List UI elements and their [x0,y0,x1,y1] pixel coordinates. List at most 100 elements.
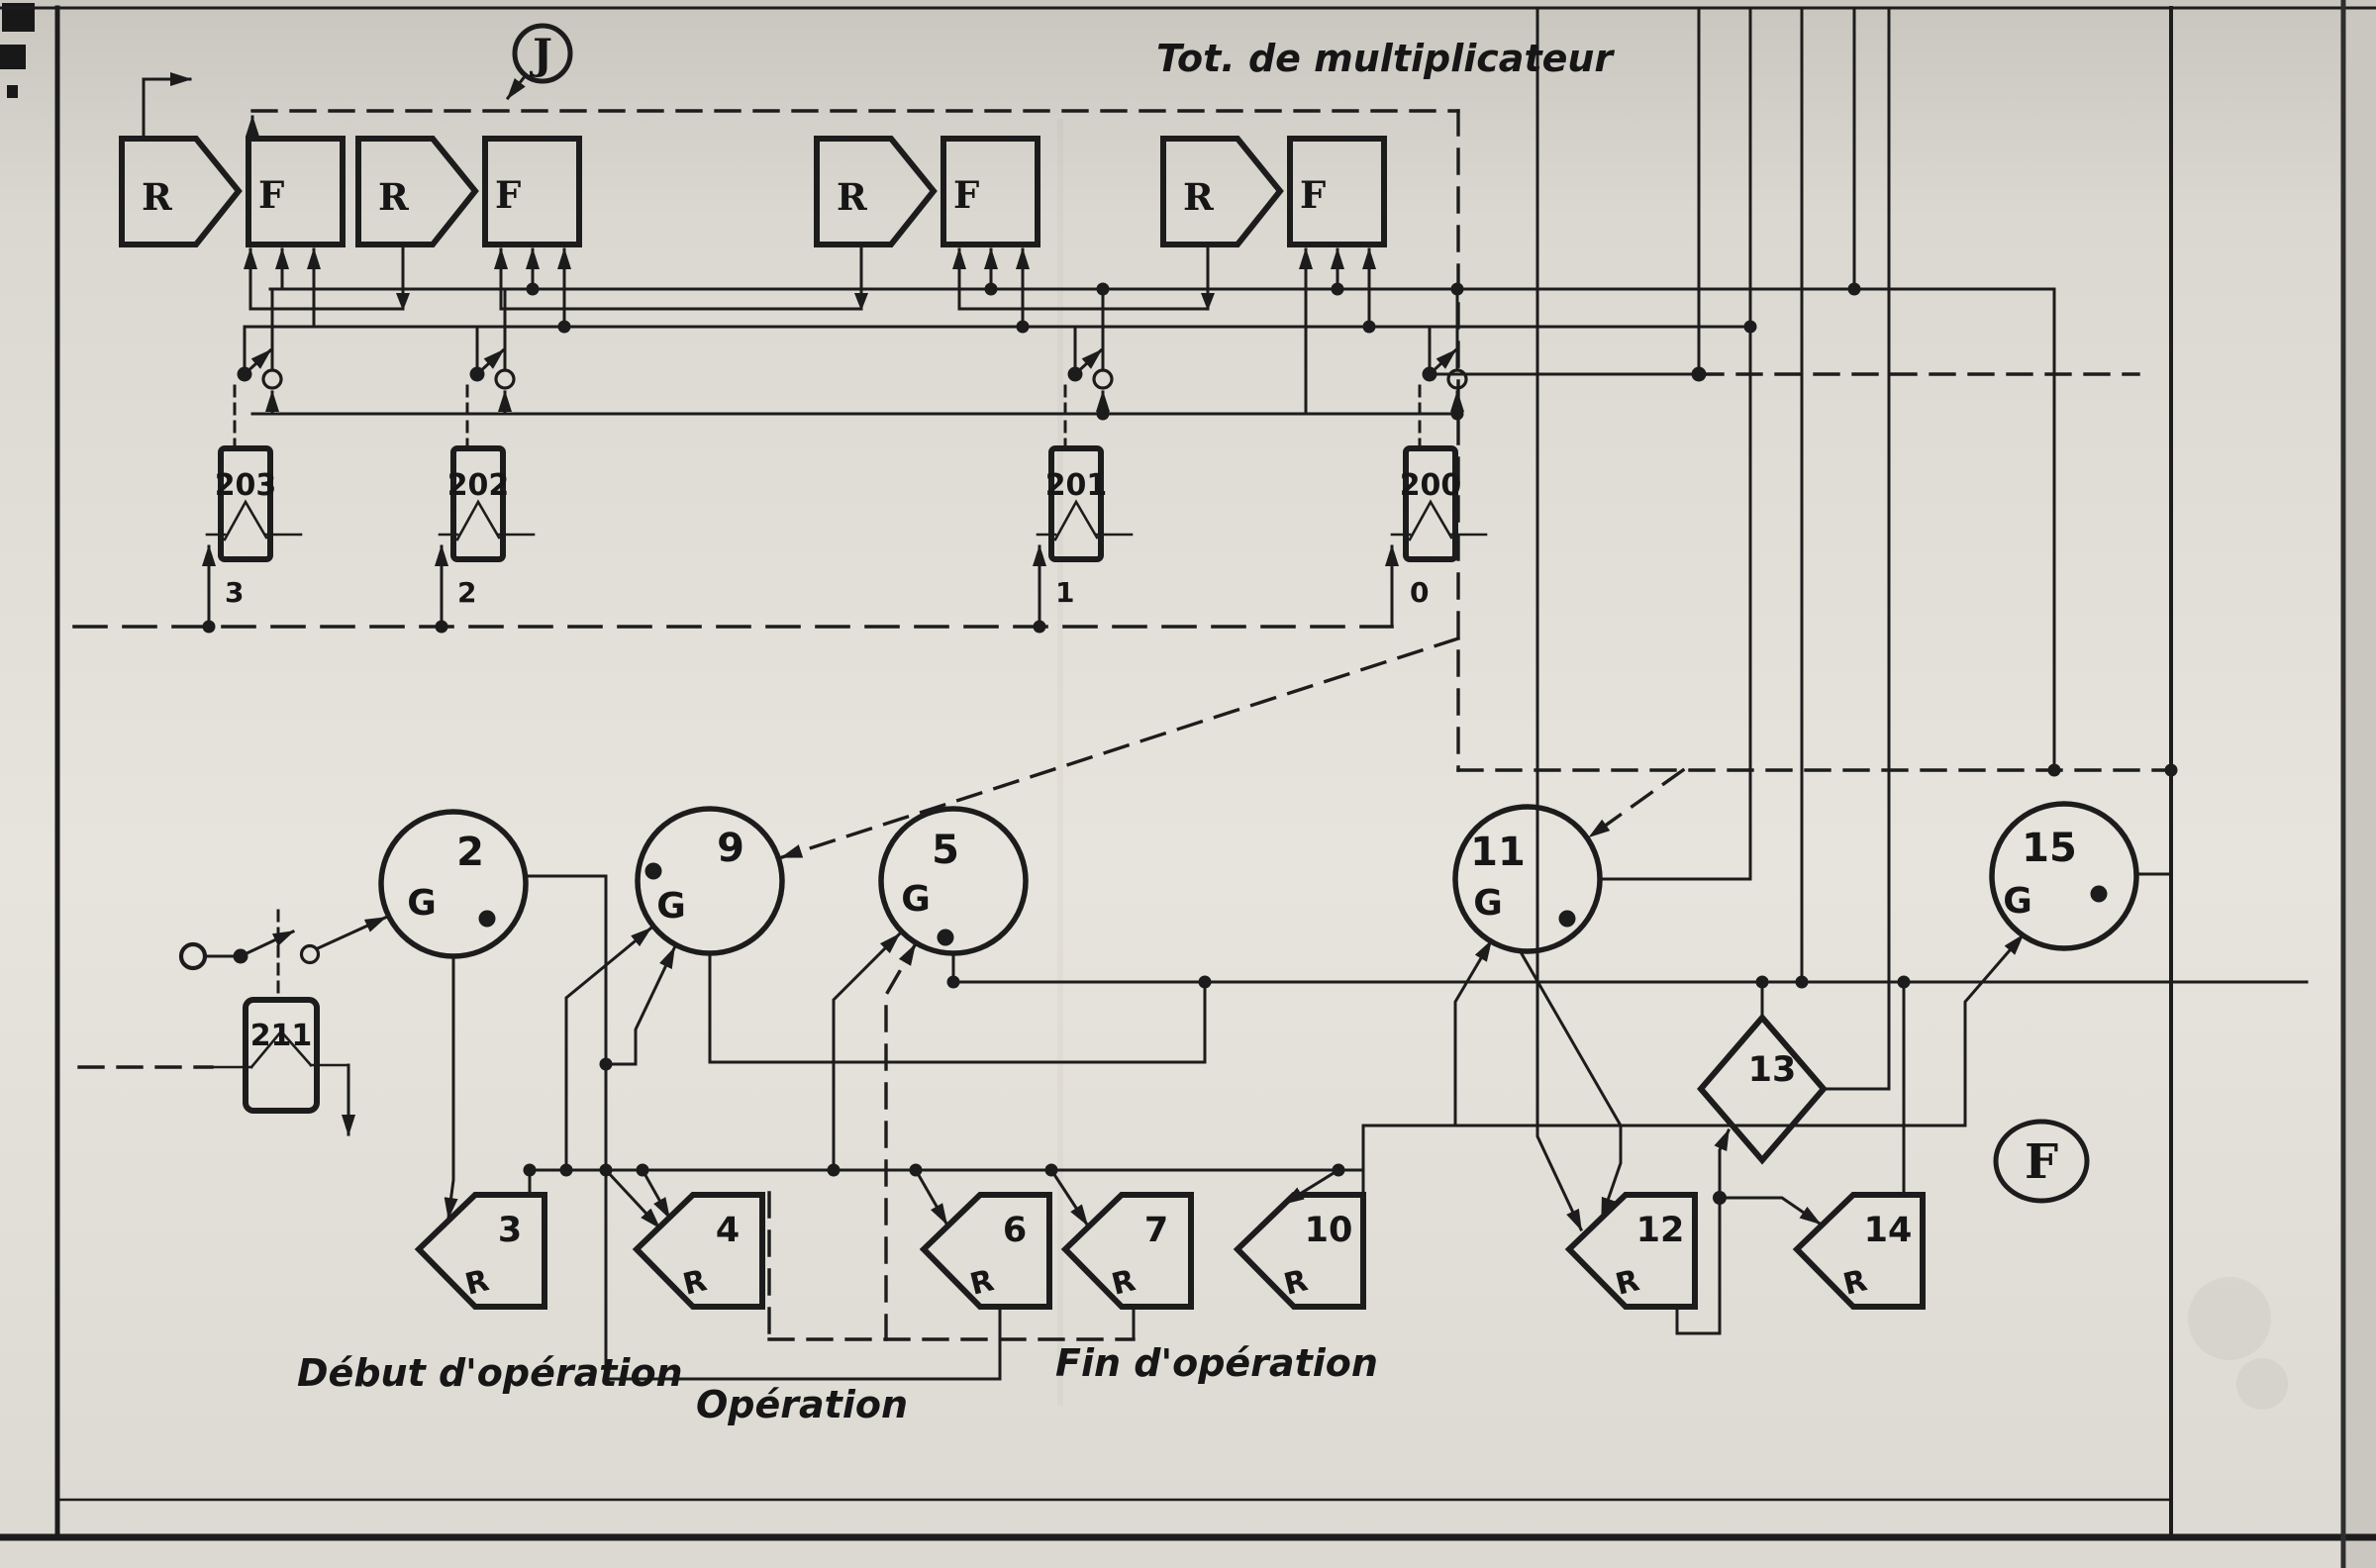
flipflop-block [246,136,346,247]
switch-terminal-icon [178,941,208,971]
wire-gate9-exit [708,950,1207,1064]
counter-digit: 0 [1410,576,1429,609]
reset-6: 6 R [919,1192,1052,1310]
reset-number: 3 [498,1211,522,1250]
counter-202: 202 2 [447,445,510,609]
counter-label: 201 [1045,468,1108,503]
decision-number: 13 [1748,1050,1797,1090]
marker-f: F [1993,1119,2090,1204]
reset-pentagons: 3 R 4 R 6 R 7 R 10 R 12 R [414,1192,1926,1310]
reset-number: 6 [1003,1211,1027,1250]
counter-201: 201 1 [1045,445,1108,609]
dashed-into-gate11 [1587,767,1686,839]
reader-block [814,136,938,247]
relay-switch [237,366,283,390]
dashed-into-gate5 [884,942,918,1341]
reader-block [355,136,479,247]
counter-digit: 2 [457,576,476,609]
gate-letter: G [656,886,686,927]
counter-digit: 1 [1055,576,1074,609]
junction-dots [202,282,2178,1205]
register-pair-2: R F [355,136,582,247]
gate-dot-icon [2090,885,2108,903]
counter-203: 203 3 [215,445,277,609]
gate-15: 15 G [1989,801,2139,951]
gate-5: 5 G [878,806,1029,956]
marker-j: J [512,23,573,84]
wire-reset6-loop [604,1168,1002,1381]
wire-top-left-exit [142,72,192,141]
flipflop-label: F [495,173,521,217]
gate-circles: 2 G 9 G 5 G 11 G 15 G [378,801,2139,959]
reset-14: 14 R [1792,1192,1926,1310]
flipflop-label: F [953,173,979,217]
gate-number: 9 [717,826,744,871]
counter-label: 203 [215,468,277,503]
reader-label: R [142,175,172,219]
caption-start-of-operation: Début d'opération [297,1351,683,1395]
switch-contact-icon [299,943,321,965]
reset-number: 10 [1305,1211,1353,1250]
register-pairs: R F R F R F R F [119,136,1387,247]
counter-label: 200 [1400,468,1462,503]
flipflop-block [1287,136,1387,247]
relay-switch [1422,366,1468,390]
reader-label: R [378,175,409,219]
gate-number: 15 [2022,826,2077,871]
wire-gate2-exit [524,874,608,1172]
reset-number: 14 [1864,1211,1913,1250]
gate-dot-icon [937,929,954,946]
gate-letter: G [901,879,931,920]
reset-12: 12 R [1564,1192,1698,1310]
solid-wires [142,6,2309,1381]
reader-label: R [1183,175,1214,219]
decision-diamond-13: 13 [1697,1013,1828,1165]
reset-number: 7 [1144,1211,1168,1250]
flipflop-label: F [258,173,284,217]
gate-2: 2 G [378,809,529,959]
start-switch [178,941,321,971]
register-pair-3: R F [814,136,1040,247]
reset-10: 10 R [1233,1192,1366,1310]
bus-upper-a [268,287,2056,772]
caption-end-of-operation: Fin d'opération [1055,1341,1378,1385]
counter-200: 200 0 [1400,445,1462,609]
reader-label: R [837,175,867,219]
reset-number: 4 [716,1211,740,1250]
relay-switch [1067,366,1114,390]
caption-operation: Opération [696,1383,908,1426]
register-pair-4: R F [1160,136,1387,247]
reset-7: 7 R [1060,1192,1194,1310]
wire-gate2-to-reset3 [444,954,458,1220]
counter-digit: 3 [225,576,244,609]
flipflop-block [482,136,582,247]
reset-3: 3 R [414,1192,547,1310]
relay-switches [237,366,1468,390]
counter-label: 202 [447,468,510,503]
loop-down-arrowheads [396,293,1215,311]
flipflop-block [940,136,1040,247]
dashed-bottom-bus [767,1191,1136,1341]
counter-211: 211 [243,997,320,1114]
gate-number: 11 [1470,830,1526,875]
gate-letter: G [1473,883,1503,924]
gate-letter: G [2003,881,2032,922]
gate-dot-icon [644,862,662,880]
page-edge-band [2346,0,2376,1568]
gate-11: 11 G [1452,804,1603,954]
dashed-into-gate9 [779,636,1461,860]
flipflop-label: F [1300,173,1326,217]
counter-label: 211 [250,1019,313,1053]
reader-block [1160,136,1284,247]
title-multiplier-total: Tot. de multiplicateur [1156,37,1615,80]
gate-dot-icon [478,910,496,928]
gate-number: 5 [932,828,959,873]
counter-boxes: 203 3 202 2 201 1 200 0 [215,445,1462,609]
register-pair-1: R F [119,136,346,247]
marker-f-label: F [2025,1134,2058,1190]
marker-j-label: J [529,30,552,78]
gate-letter: G [407,883,437,924]
